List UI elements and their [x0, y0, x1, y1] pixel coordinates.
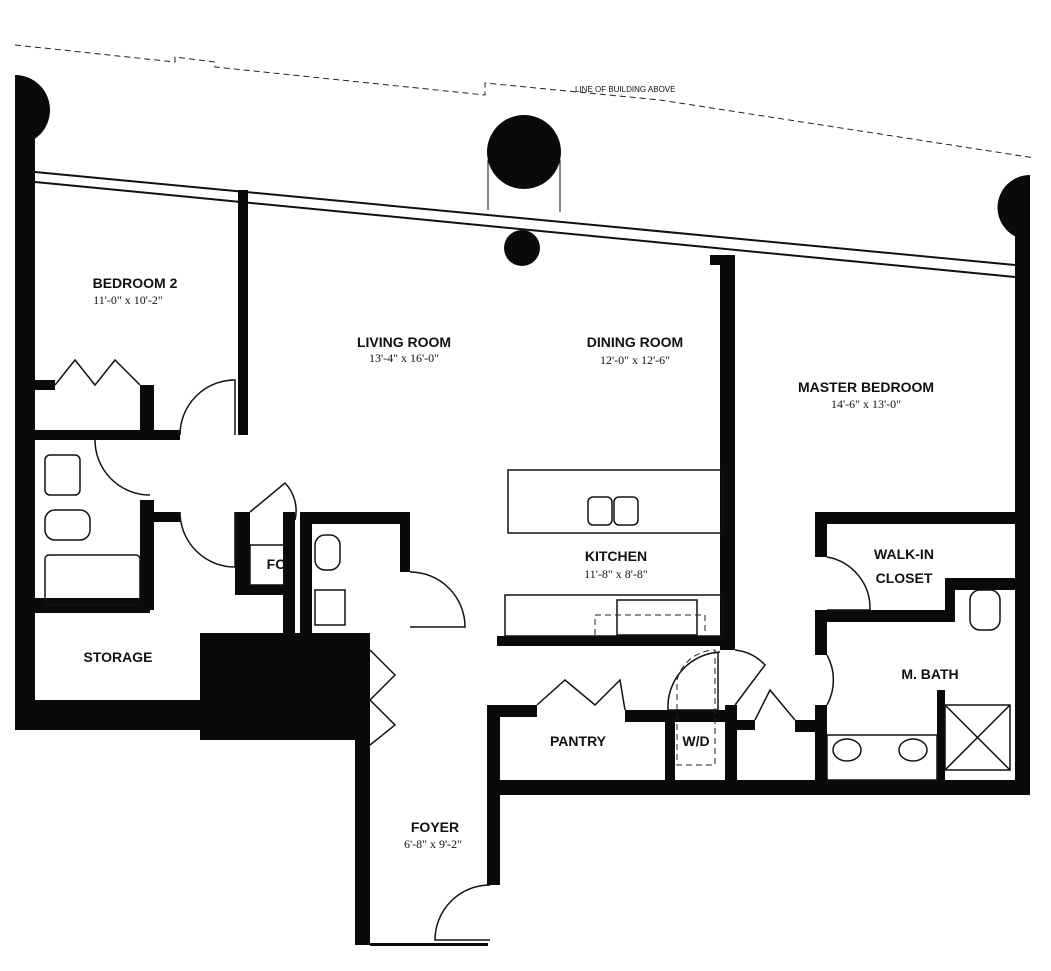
- walkin-label-2: CLOSET: [876, 570, 933, 586]
- storage-label: STORAGE: [84, 649, 153, 665]
- interior-walls: [35, 190, 1015, 780]
- master-dims: 14'-6" x 13'-0": [831, 397, 901, 411]
- room-labels: BEDROOM 2 11'-0" x 10'-2" LIVING ROOM 13…: [84, 275, 959, 851]
- kitchen-dims: 11'-8" x 8'-8": [584, 567, 648, 581]
- fc-label: FC: [267, 556, 286, 572]
- dining-label: DINING ROOM: [587, 334, 683, 350]
- walkin-label-1: WALK-IN: [874, 546, 934, 562]
- foyer-dims: 6'-8" x 9'-2": [404, 837, 462, 851]
- dining-dims: 12'-0" x 12'-6": [600, 353, 670, 367]
- mbath-label: M. BATH: [901, 666, 958, 682]
- window-wall: [34, 171, 1016, 278]
- bedroom2-label: BEDROOM 2: [93, 275, 178, 291]
- column-inner: [504, 230, 540, 266]
- column-center: [487, 115, 561, 189]
- bedroom2-dims: 11'-0" x 10'-2": [93, 293, 163, 307]
- building-line-above: [14, 44, 1036, 159]
- building-line-note: LINE OF BUILDING ABOVE: [575, 85, 675, 94]
- foyer-label: FOYER: [411, 819, 459, 835]
- exterior-walls: [15, 110, 1030, 945]
- wd-label: W/D: [682, 733, 709, 749]
- washer-dryer-outline: [676, 649, 716, 766]
- doors: [44, 358, 1011, 941]
- master-label: MASTER BEDROOM: [798, 379, 934, 395]
- kitchen-label: KITCHEN: [585, 548, 647, 564]
- living-dims: 13'-4" x 16'-0": [369, 351, 439, 365]
- living-label: LIVING ROOM: [357, 334, 451, 350]
- pantry-label: PANTRY: [550, 733, 607, 749]
